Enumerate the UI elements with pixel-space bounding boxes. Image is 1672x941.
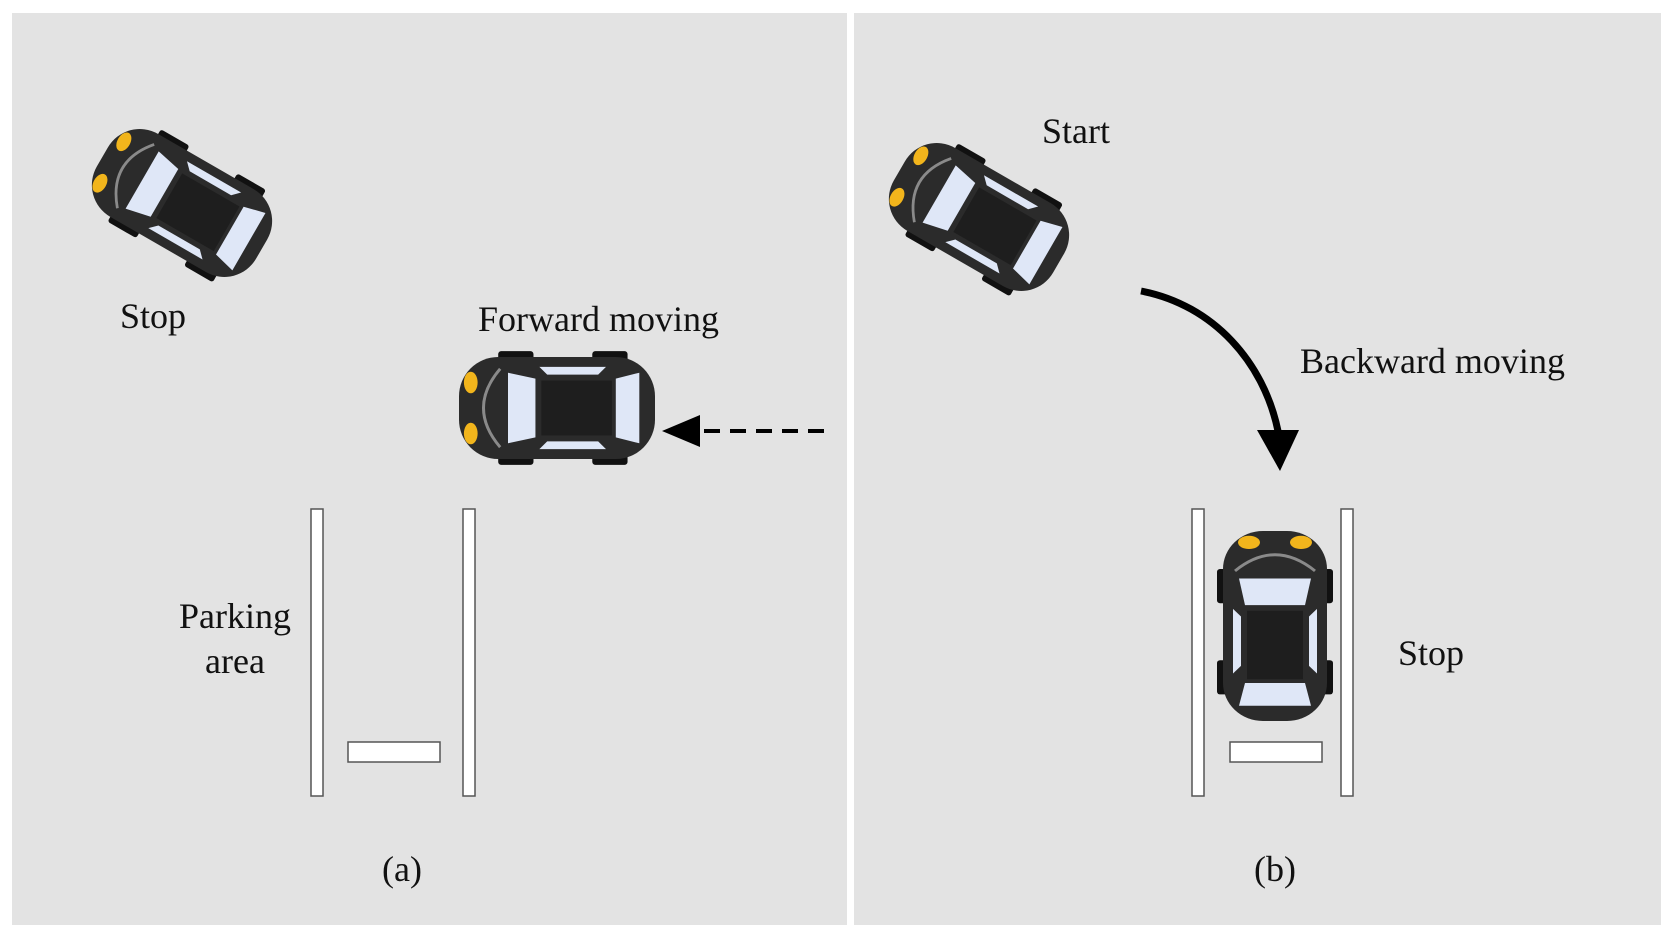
parking-area-lines xyxy=(310,508,476,797)
start-label: Start xyxy=(1042,111,1110,151)
stop-label-b: Stop xyxy=(1398,633,1465,673)
panel-b-scene xyxy=(871,123,1354,797)
parked-car-icon xyxy=(1215,529,1335,723)
panel-a: Stop Forward moving Parking area (a) xyxy=(12,13,847,925)
caption-b: (b) xyxy=(1254,849,1296,889)
backward-arrow-icon xyxy=(1140,287,1299,471)
panel-b: Start Backward moving Stop (b) xyxy=(854,13,1661,925)
stopped-car-icon xyxy=(74,109,290,297)
stop-label-a: Stop xyxy=(120,296,187,336)
parking-area-lines-b xyxy=(1191,508,1354,797)
parking-area-label-line2: area xyxy=(205,641,265,681)
start-car-icon xyxy=(871,123,1087,311)
panel-a-scene xyxy=(74,109,824,797)
forward-arrow-icon xyxy=(662,415,824,447)
caption-a: (a) xyxy=(382,849,422,889)
backward-moving-label: Backward moving xyxy=(1300,341,1565,381)
forward-moving-car-icon xyxy=(457,349,657,467)
forward-moving-label: Forward moving xyxy=(478,299,719,339)
parking-area-label-line1: Parking xyxy=(179,596,291,636)
